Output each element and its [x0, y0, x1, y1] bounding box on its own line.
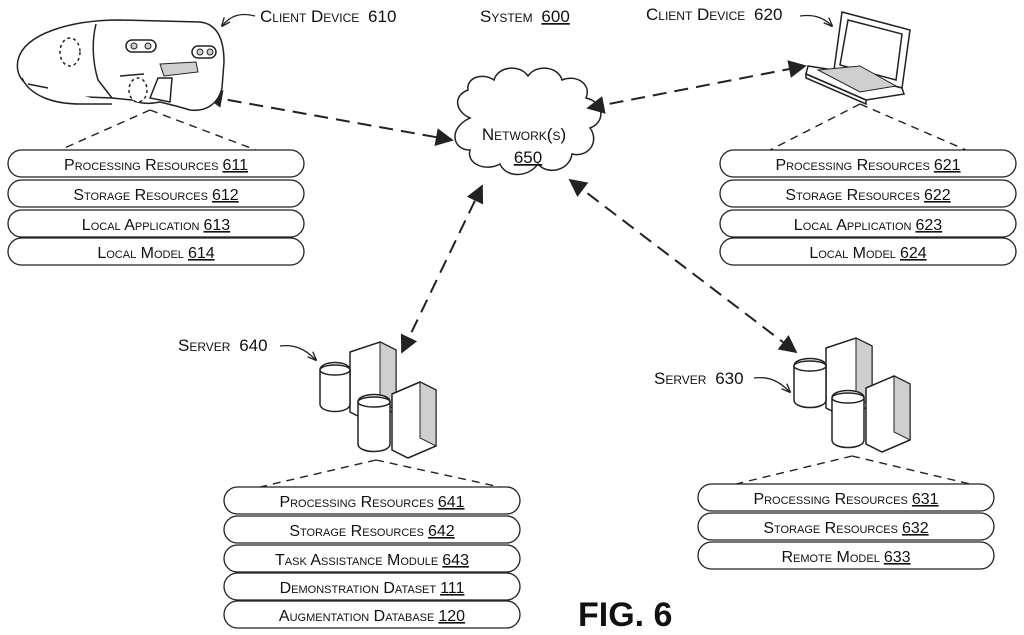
network-ref: 650: [514, 148, 542, 167]
server-630-stack: Processing Resources631 Storage Resource…: [698, 484, 994, 569]
link-620-network: [588, 66, 805, 108]
server-630-item: Remote Model633: [698, 542, 994, 569]
server-630-fan-left: [736, 456, 852, 484]
svg-text:Storage Resources642: Storage Resources642: [289, 523, 454, 540]
laptop-device-icon: [806, 12, 910, 104]
network-cloud: Network(s) 650: [455, 68, 601, 174]
svg-text:Storage Resources622: Storage Resources622: [785, 187, 950, 204]
client-620-item: Local Model624: [720, 238, 1016, 265]
server-640-item: Demonstration Dataset111: [224, 573, 520, 600]
figure-label: FIG. 6: [578, 596, 672, 634]
svg-text:Remote Model633: Remote Model633: [781, 549, 910, 566]
svg-text:Local Model614: Local Model614: [97, 245, 214, 262]
client-620-stack: Processing Resources621 Storage Resource…: [720, 150, 1016, 265]
client-610-fan-left: [60, 110, 150, 150]
server-630-leader: [754, 378, 790, 392]
server-640-leader: [280, 346, 316, 360]
svg-text:Local Model624: Local Model624: [809, 245, 926, 262]
svg-text:Local Application623: Local Application623: [794, 217, 942, 234]
client-610-label: Client Device 610: [260, 7, 396, 26]
server-640-label: Server 640: [178, 336, 268, 355]
client-610-item: Processing Resources611: [8, 150, 304, 177]
server-640-item: Task Assistance Module643: [224, 545, 520, 572]
server-630-label: Server 630: [654, 369, 744, 388]
server-630-fan-right: [852, 456, 970, 484]
client-620-item: Processing Resources621: [720, 150, 1016, 177]
client-620-leader: [800, 15, 832, 26]
client-620-label: Client Device 620: [646, 5, 782, 24]
server-640-item: Augmentation Database120: [224, 601, 520, 628]
server-640-icon: [320, 342, 436, 458]
network-label: Network(s): [482, 125, 566, 144]
client-620-item: Local Application623: [720, 210, 1016, 237]
client-620-fan-left: [770, 104, 860, 150]
client-610-item: Storage Resources612: [8, 180, 304, 207]
svg-text:Storage Resources612: Storage Resources612: [73, 187, 238, 204]
server-630-item: Processing Resources631: [698, 484, 994, 511]
server-630-icon: [794, 338, 910, 452]
client-620-fan-right: [860, 104, 966, 150]
server-630-item: Storage Resources632: [698, 513, 994, 540]
link-640-network: [402, 186, 482, 352]
client-610-stack: Processing Resources611 Storage Resource…: [8, 150, 304, 265]
server-640-item: Processing Resources641: [224, 487, 520, 514]
server-640-fan-right: [376, 460, 500, 487]
system-label: System 600: [480, 7, 570, 26]
client-610-item: Local Model614: [8, 238, 304, 265]
svg-text:Local Application613: Local Application613: [82, 217, 230, 234]
client-610-item: Local Application613: [8, 210, 304, 237]
client-610-fan-right: [150, 110, 256, 150]
headset-device-icon: [17, 20, 224, 110]
svg-text:Storage Resources632: Storage Resources632: [763, 520, 928, 537]
server-640-item: Storage Resources642: [224, 516, 520, 543]
server-640-stack: Processing Resources641 Storage Resource…: [224, 487, 520, 628]
link-610-network: [206, 96, 452, 140]
server-640-fan-left: [260, 460, 376, 487]
client-610-leader: [222, 14, 255, 26]
client-620-item: Storage Resources622: [720, 180, 1016, 207]
